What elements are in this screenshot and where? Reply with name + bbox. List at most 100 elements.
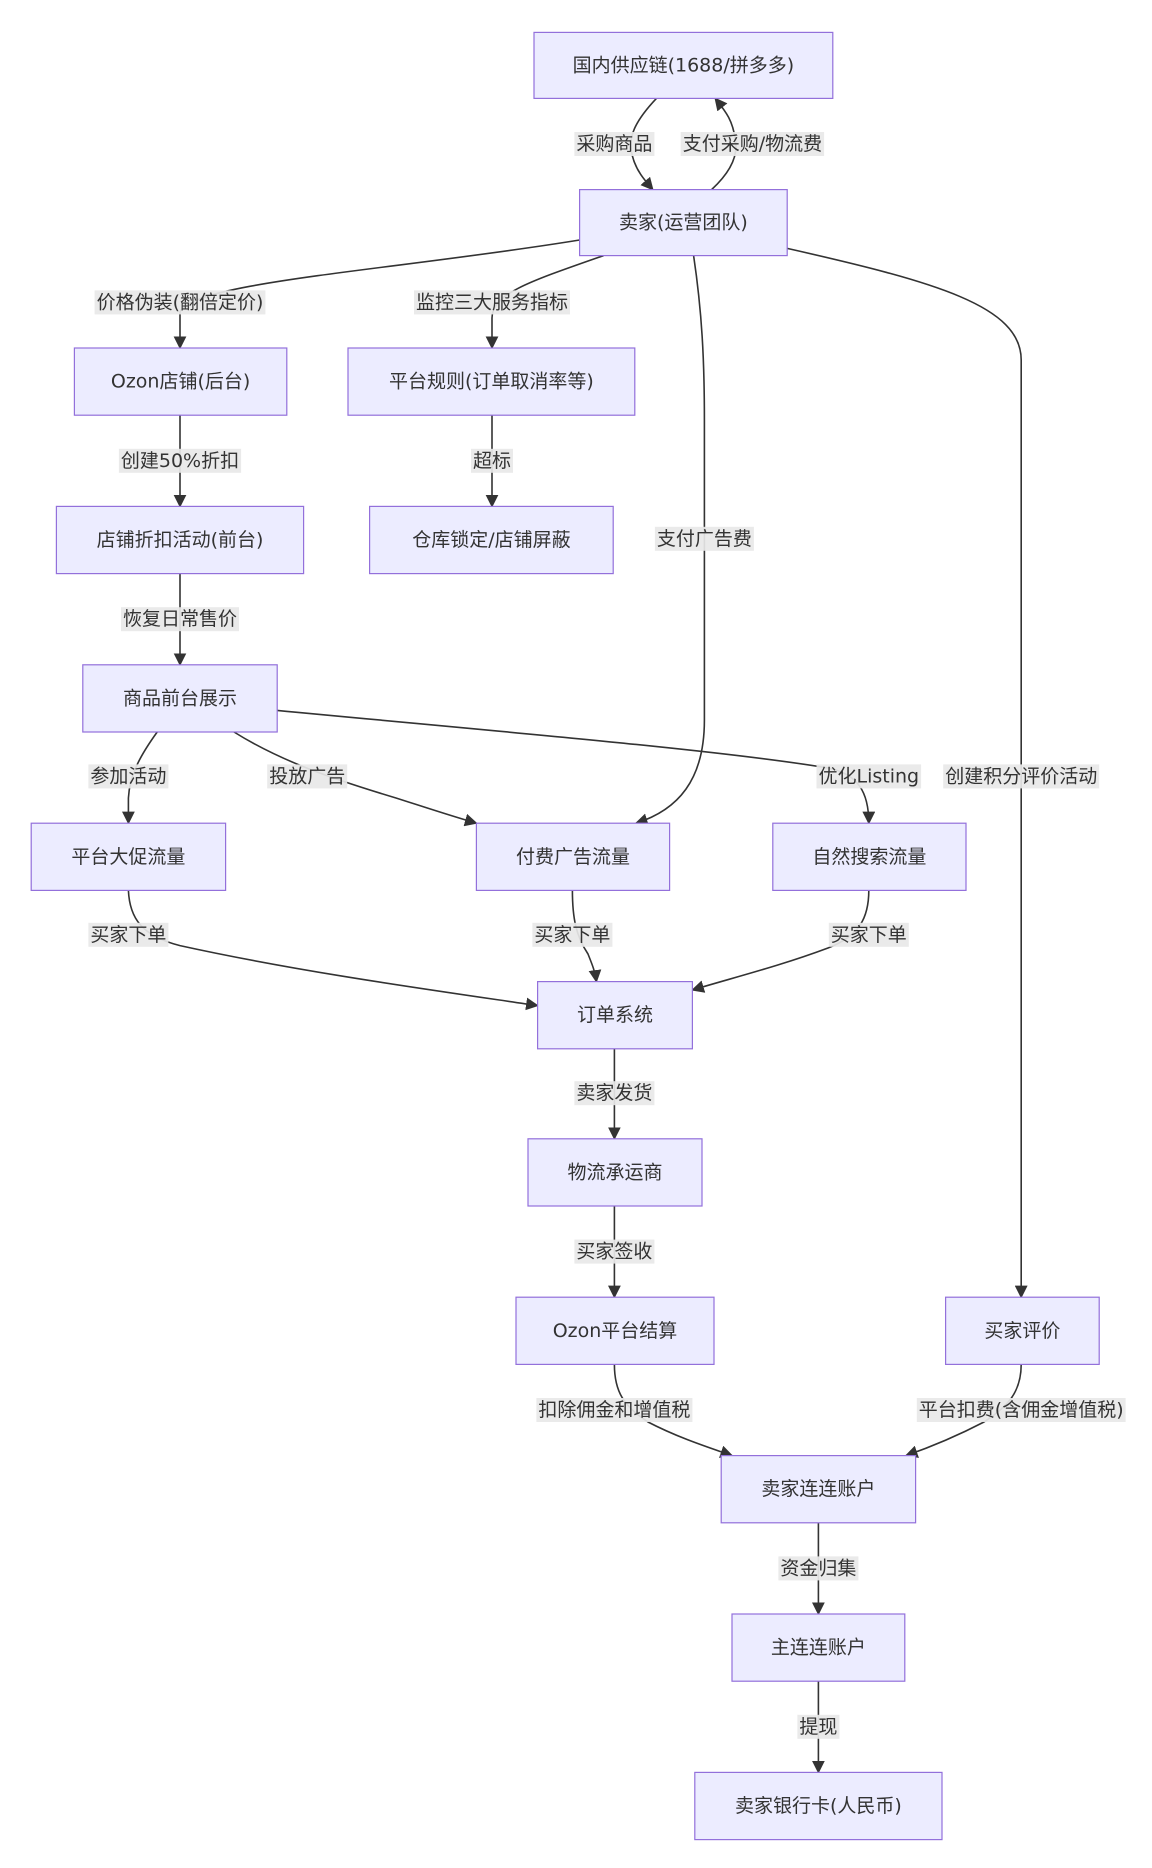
edge-label-text: 提现	[799, 1716, 837, 1738]
node-box	[82, 664, 278, 733]
node-bank: 卖家银行卡(人民币)	[694, 1771, 943, 1841]
node-box	[536, 980, 693, 1050]
node-box	[73, 347, 288, 416]
edge-display-to-organic	[277, 709, 876, 825]
edge-label-text: 扣除佣金和增值税	[538, 1399, 690, 1421]
node-label: 主连连账户	[771, 1637, 866, 1659]
node-lock: 仓库锁定/店铺屏蔽	[369, 505, 614, 575]
node-box	[347, 347, 636, 416]
node-label: 平台大促流量	[71, 846, 185, 868]
node-label: 商品前台展示	[123, 687, 237, 709]
edge-organic-to-order	[691, 890, 870, 993]
edge-seller-to-paid	[634, 255, 706, 826]
edge-label-text: 价格伪装(翻倍定价)	[97, 291, 264, 313]
node-promo: 平台大促流量	[30, 822, 227, 892]
node-main-ll: 主连连账户	[731, 1613, 906, 1682]
edge-label-text: 买家下单	[534, 924, 610, 946]
node-box	[475, 822, 671, 892]
node-box	[694, 1771, 943, 1841]
node-carrier: 物流承运商	[527, 1138, 703, 1207]
edge-label-text: 资金归集	[780, 1557, 856, 1579]
edge-label-background	[88, 922, 169, 947]
node-box	[533, 31, 834, 100]
edge-label-background	[943, 764, 1100, 789]
edge-label-text: 买家签收	[576, 1241, 652, 1263]
node-label: Ozon店铺(后台)	[111, 371, 250, 393]
node-label: 买家评价	[984, 1320, 1060, 1342]
edge-seller-to-review	[787, 247, 1028, 1299]
edge-label-text: 支付广告费	[657, 528, 752, 550]
edge-label-background	[778, 1556, 859, 1581]
node-display: 商品前台展示	[82, 664, 278, 733]
edges-layer	[122, 97, 1028, 1774]
node-label: 仓库锁定/店铺屏蔽	[412, 529, 570, 551]
node-label: Ozon平台结算	[553, 1320, 678, 1342]
edge-label-background	[574, 1239, 655, 1264]
edge-label-seller-to-review: 创建积分评价活动	[943, 764, 1100, 789]
edge-label-seller-to-rules: 监控三大服务指标	[414, 290, 570, 315]
edge-label-display-to-promo: 参加活动	[88, 764, 169, 789]
node-settle: Ozon平台结算	[515, 1296, 715, 1365]
edge-label-text: 优化Listing	[818, 765, 919, 787]
node-box	[944, 1296, 1100, 1365]
node-box	[720, 1454, 917, 1524]
edge-label-text: 采购商品	[576, 133, 652, 155]
node-label: 付费广告流量	[516, 846, 630, 868]
edge-label-text: 买家下单	[831, 924, 907, 946]
edge-seller-to-rules	[485, 254, 604, 350]
edge-label-background	[536, 1398, 693, 1422]
edge-label-text: 平台扣费(含佣金增值税)	[919, 1399, 1124, 1421]
edge-label-background	[797, 1714, 840, 1739]
node-box	[527, 1138, 703, 1207]
edge-label-seller-to-paid: 支付广告费	[654, 526, 754, 551]
node-label: 卖家(运营团队)	[619, 212, 748, 234]
node-organic: 自然搜索流量	[772, 822, 967, 892]
edge-label-background	[414, 290, 570, 315]
edge-label-text: 创建积分评价活动	[945, 765, 1097, 787]
edge-label-text: 监控三大服务指标	[416, 291, 568, 313]
node-box	[772, 822, 967, 892]
node-ozon-store: Ozon店铺(后台)	[73, 347, 288, 416]
edge-promo-to-order	[127, 890, 539, 1011]
edge-label-seller-to-ozon_store: 价格伪装(翻倍定价)	[94, 290, 266, 315]
edge-label-review-to-lianlian: 平台扣费(含佣金增值税)	[916, 1398, 1126, 1422]
node-label: 平台规则(订单取消率等)	[389, 371, 594, 393]
node-box	[515, 1296, 715, 1365]
edge-label-text: 恢复日常售价	[123, 608, 237, 630]
edge-label-background	[680, 132, 825, 156]
edge-label-background	[654, 526, 754, 551]
edge-label-main_ll-to-bank: 提现	[797, 1714, 840, 1739]
node-label: 店铺折扣活动(前台)	[97, 529, 264, 551]
node-label: 卖家银行卡(人民币)	[735, 1795, 902, 1817]
edge-label-text: 支付采购/物流费	[683, 133, 822, 155]
edge-label-promo-to-order: 买家下单	[88, 922, 169, 947]
edge-label-display-to-organic: 优化Listing	[816, 764, 922, 789]
edge-display-to-paid	[233, 731, 478, 827]
edge-label-background	[267, 764, 348, 789]
node-box	[731, 1613, 906, 1682]
node-box	[578, 189, 788, 257]
edge-label-carrier-to-settle: 买家签收	[574, 1239, 655, 1264]
edge-label-rules-to-lock: 超标	[471, 448, 513, 473]
edge-review-to-lianlian	[904, 1364, 1022, 1458]
edge-label-background	[574, 132, 655, 156]
edge-label-display-to-paid: 投放广告	[267, 764, 348, 789]
edge-label-background	[94, 290, 266, 315]
node-label: 物流承运商	[567, 1161, 662, 1183]
node-order: 订单系统	[536, 980, 693, 1050]
node-supply: 国内供应链(1688/拼多多)	[533, 31, 834, 100]
edge-label-text: 买家下单	[90, 924, 166, 946]
edge-label-discount-to-display: 恢复日常售价	[121, 607, 239, 632]
edge-label-lianlian-to-main_ll: 资金归集	[778, 1556, 859, 1581]
node-box	[30, 822, 227, 892]
edge-label-text: 创建50%折扣	[121, 450, 239, 472]
node-box	[55, 505, 305, 575]
edge-label-seller-to-supply: 支付采购/物流费	[680, 132, 825, 156]
node-label: 订单系统	[577, 1004, 653, 1026]
edge-label-background	[88, 764, 169, 789]
edge-label-background	[118, 448, 242, 473]
edge-label-background	[574, 1081, 655, 1106]
nodes-layer: 国内供应链(1688/拼多多) 卖家(运营团队) Ozon店铺(后台) 平台规则(订单…	[30, 31, 1100, 1841]
edge-label-order-to-carrier: 卖家发货	[574, 1081, 655, 1106]
node-rules: 平台规则(订单取消率等)	[347, 347, 636, 416]
